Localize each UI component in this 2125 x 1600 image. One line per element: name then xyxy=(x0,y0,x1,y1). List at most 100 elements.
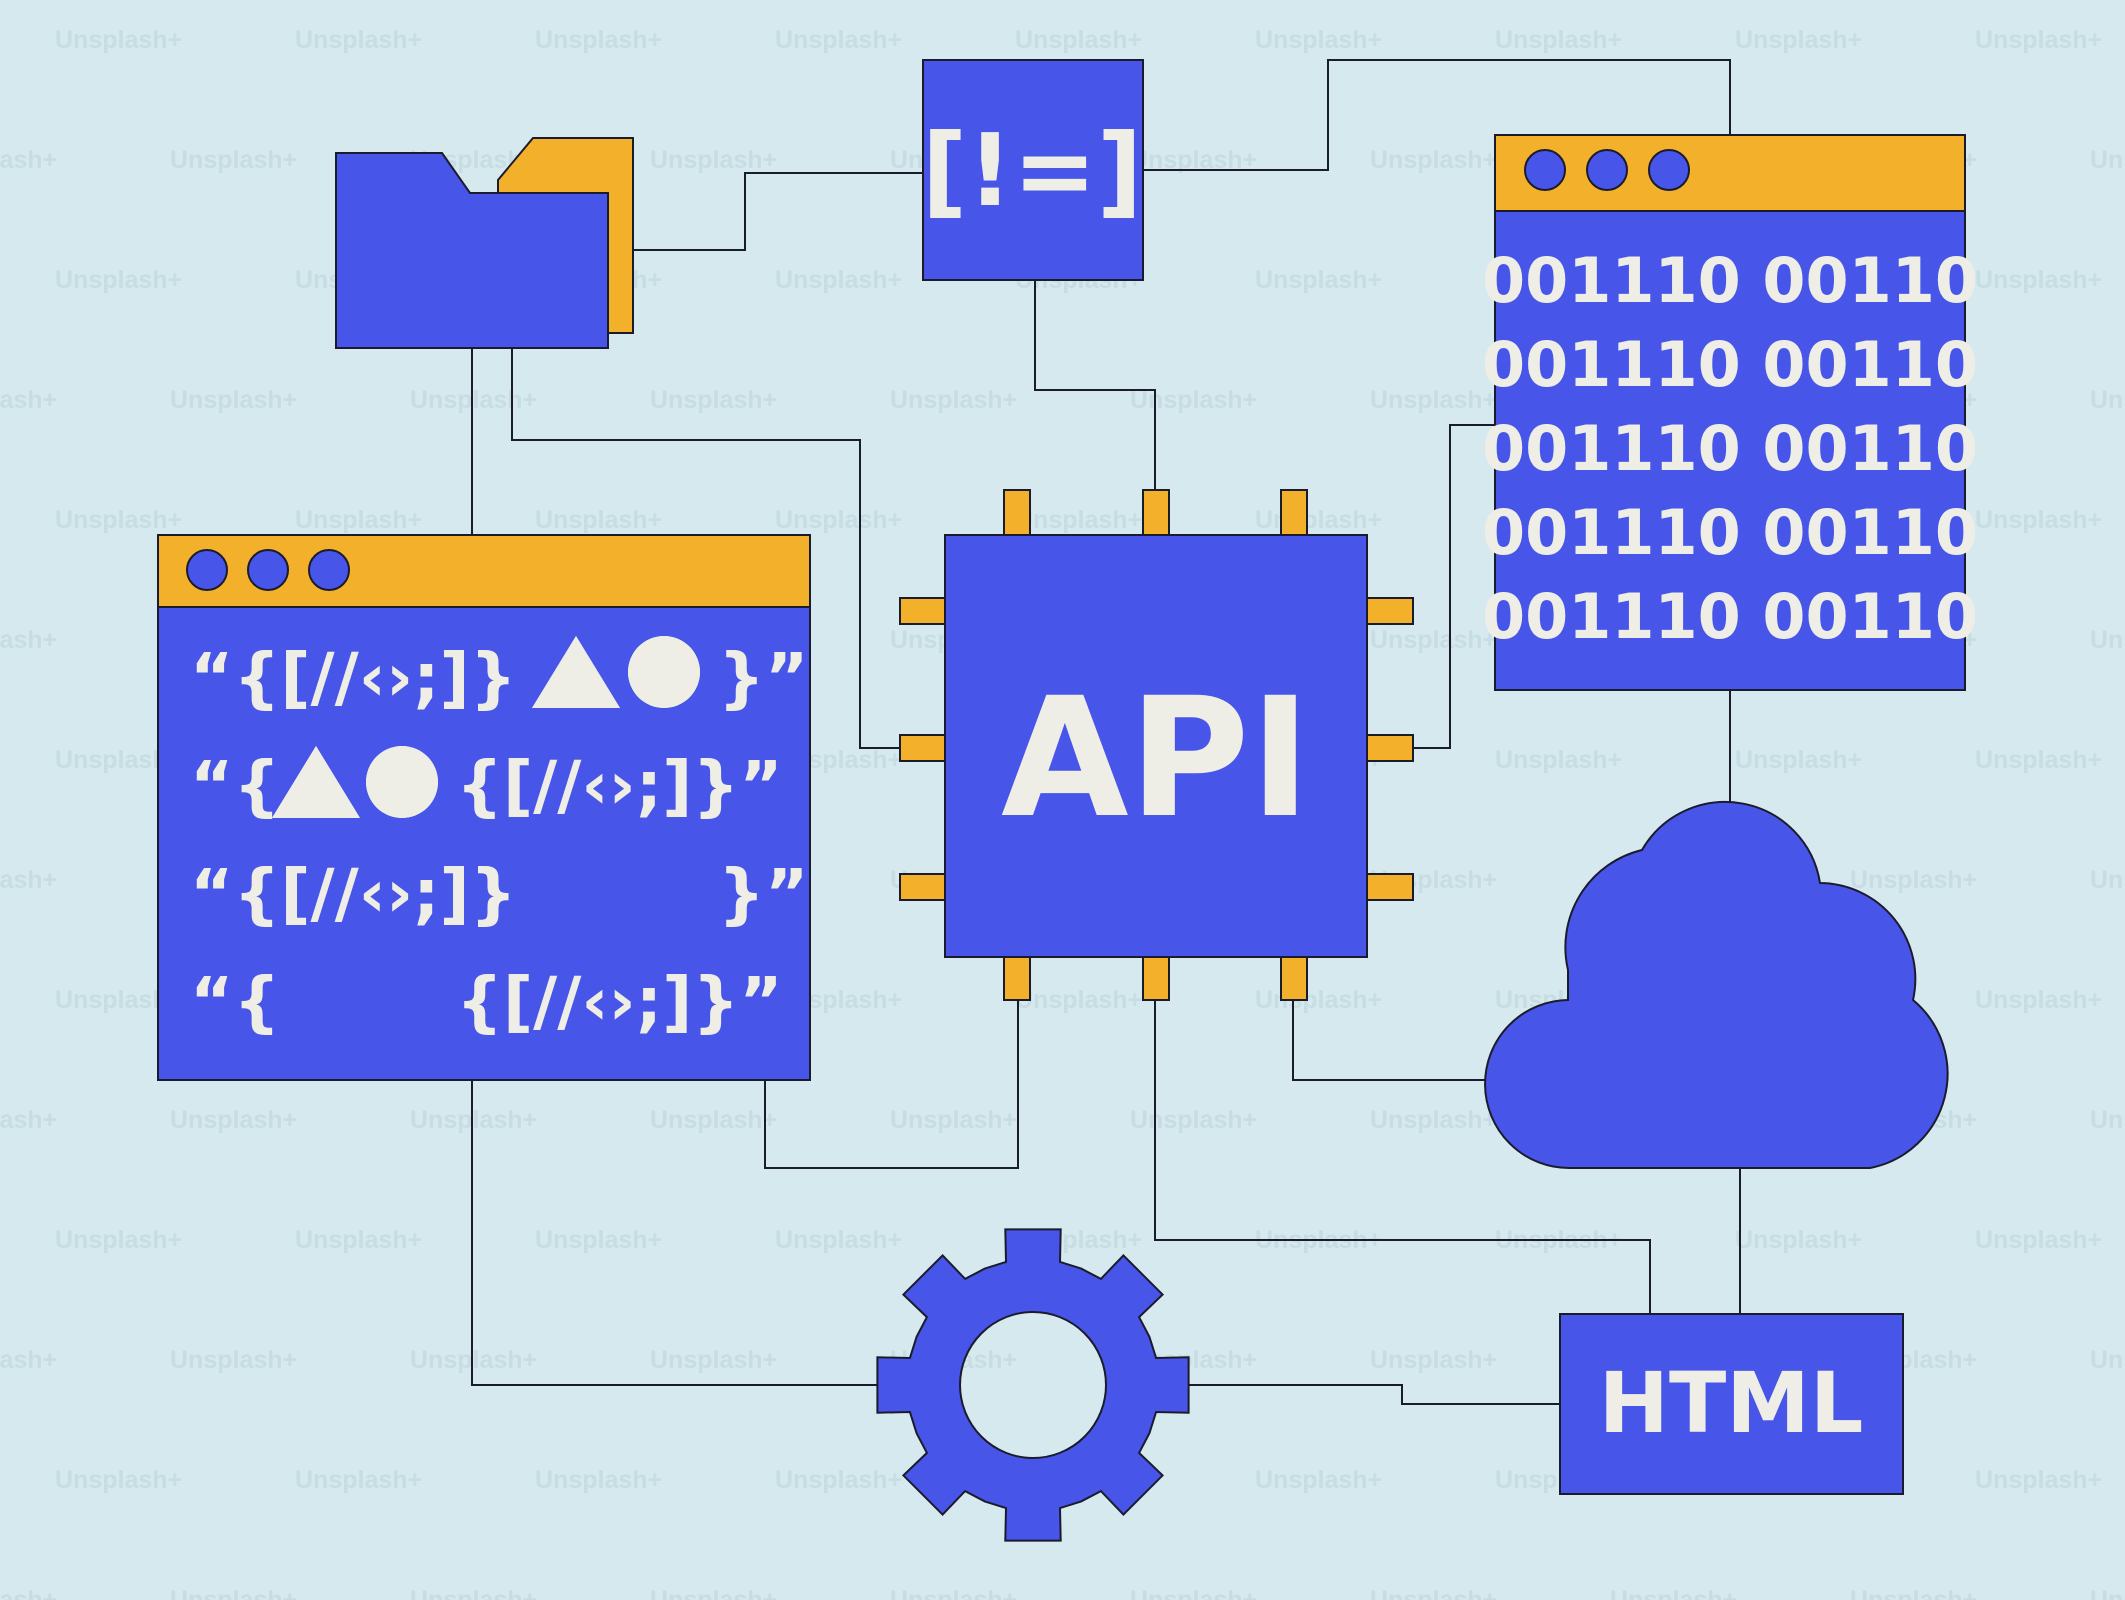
operator-box: [!=] xyxy=(922,59,1144,281)
watermark-text: Unsplash+ xyxy=(1130,1586,1257,1600)
watermark-text: Unsplash+ xyxy=(2090,866,2125,894)
connectors xyxy=(471,59,1741,1405)
watermark-text: Unsplash+ xyxy=(775,506,902,534)
watermark-text: Unsplash+ xyxy=(0,866,57,894)
watermark-text: Unsplash+ xyxy=(1015,506,1142,534)
watermark-text: Unsplash+ xyxy=(295,506,422,534)
watermark-text: Unsplash+ xyxy=(1370,1586,1497,1600)
watermark-text: Unsplash+ xyxy=(1975,986,2102,1014)
api-label: API xyxy=(1001,662,1311,854)
code-rows: “{[//‹›;]}}”“{{[//‹›;]}”“{[//‹›;]}}”“{{[… xyxy=(190,636,808,1040)
watermark-text: Unsplash+ xyxy=(410,1586,537,1600)
watermark-text: Unsplash+ xyxy=(890,1586,1017,1600)
watermark-text: Unsplash+ xyxy=(535,26,662,54)
code-text: “{ xyxy=(190,747,280,824)
binary-row: 001110 00110 xyxy=(1482,496,1978,569)
circle-icon xyxy=(628,636,700,708)
watermark-text: Unsplash+ xyxy=(295,1226,422,1254)
connector-chip-to-cloud xyxy=(1292,1000,1500,1081)
watermark-text: Unsplash+ xyxy=(650,146,777,174)
watermark-text: Unsplash+ xyxy=(890,386,1017,414)
watermark-text: Unsplash+ xyxy=(170,146,297,174)
watermark-text: Unsplash+ xyxy=(2090,146,2125,174)
watermark-text: Unsplash+ xyxy=(1975,26,2102,54)
watermark-text: Unsplash+ xyxy=(55,1466,182,1494)
circle-icon xyxy=(366,746,438,818)
watermark-text: Unsplash+ xyxy=(1255,266,1382,294)
connector-gear-to-html xyxy=(1188,1384,1560,1405)
watermark-text: Unsplash+ xyxy=(170,1586,297,1600)
cloud-icon xyxy=(1484,800,1949,1170)
chip-pin xyxy=(1366,597,1414,625)
connector-folder-to-operator xyxy=(608,172,923,251)
watermark-text: Unsplash+ xyxy=(1130,1106,1257,1134)
watermark-text: Unsplash+ xyxy=(55,506,182,534)
watermark-text: Unsplash+ xyxy=(1735,26,1862,54)
connector-binary-to-chip xyxy=(1413,424,1495,749)
watermark-text: Unsplash+ xyxy=(2090,1586,2125,1600)
chip-pin xyxy=(1280,956,1308,1001)
watermark-text: Unsplash+ xyxy=(1975,1226,2102,1254)
watermark-text: Unsplash+ xyxy=(1975,746,2102,774)
html-box: HTML xyxy=(1559,1313,1904,1495)
watermark-text: Unsplash+ xyxy=(1370,626,1497,654)
connector-codewindow-to-chip xyxy=(764,1000,1019,1169)
code-window: “{[//‹›;]}}”“{{[//‹›;]}”“{[//‹›;]}}”“{{[… xyxy=(157,534,811,1081)
window-dot xyxy=(308,549,350,591)
watermark-text: Unsplash+ xyxy=(1975,266,2102,294)
watermark-text: Unsplash+ xyxy=(1850,1586,1977,1600)
code-text: {[//‹›;]}” xyxy=(456,963,783,1040)
watermark-text: Unsplash+ xyxy=(1850,866,1977,894)
watermark-text: Unsplash+ xyxy=(0,1346,57,1374)
watermark-text: Unsplash+ xyxy=(1495,746,1622,774)
watermark-text: Unsplash+ xyxy=(170,386,297,414)
watermark-text: Unsplash+ xyxy=(1370,1346,1497,1374)
watermark-text: Unsplash+ xyxy=(1975,506,2102,534)
code-text: }” xyxy=(718,855,808,932)
watermark-text: Unsplash+ xyxy=(1255,1466,1382,1494)
connector-operator-to-chip xyxy=(1034,280,1156,490)
watermark-text: Unsplash+ xyxy=(1735,1226,1862,1254)
window-dot xyxy=(186,549,228,591)
code-text: {[//‹›;]}” xyxy=(456,747,783,824)
operator-label: [!=] xyxy=(922,112,1143,229)
watermark-text: Unsplash+ xyxy=(410,1106,537,1134)
watermark-text: Unsplash+ xyxy=(775,266,902,294)
watermark-text: Unsplash+ xyxy=(1975,1466,2102,1494)
watermark-text: Unsplash+ xyxy=(1370,1106,1497,1134)
watermark-text: Unsplash+ xyxy=(1255,986,1382,1014)
chip-pins xyxy=(899,489,1414,1001)
watermark-text: Unsplash+ xyxy=(535,506,662,534)
chip-icon: API xyxy=(899,489,1414,1001)
watermark-text: Unsplash+ xyxy=(0,626,57,654)
window-dots-icon xyxy=(1524,149,1690,191)
watermark-text: Unsplash+ xyxy=(1255,506,1382,534)
code-text: }” xyxy=(718,639,808,716)
watermark-text: Unsplash+ xyxy=(55,1226,182,1254)
html-label: HTML xyxy=(1599,1354,1864,1452)
watermark-text: Unsplash+ xyxy=(0,386,57,414)
watermark-text: Unsplash+ xyxy=(170,1346,297,1374)
watermark-text: Unsplash+ xyxy=(2090,1346,2125,1374)
chip-pin xyxy=(1003,489,1031,536)
watermark-text: Unsplash+ xyxy=(2090,626,2125,654)
watermark-text: Unsplash+ xyxy=(775,1466,902,1494)
connector-operator-to-binary xyxy=(1140,59,1731,171)
watermark-text: Unsplash+ xyxy=(55,26,182,54)
watermark-text: Unsplash+ xyxy=(1610,1586,1737,1600)
watermark-text: Unsplash+ xyxy=(0,146,57,174)
watermark-text: Unsplash+ xyxy=(410,386,537,414)
binary-row: 001110 00110 xyxy=(1482,580,1978,653)
watermark-text: Unsplash+ xyxy=(2090,1106,2125,1134)
binary-row: 001110 00110 xyxy=(1482,412,1978,485)
watermark-text: Unsplash+ xyxy=(1735,746,1862,774)
watermark-text: Unsplash+ xyxy=(650,386,777,414)
watermark-text: Unsplash+ xyxy=(0,1586,57,1600)
watermark-text: Unsplash+ xyxy=(1370,386,1497,414)
watermark-text: Unsplash+ xyxy=(650,1346,777,1374)
window-dot xyxy=(1586,149,1628,191)
watermark-text: Unsplash+ xyxy=(1370,146,1497,174)
chip-pin xyxy=(899,597,946,625)
chip-pin xyxy=(1366,873,1414,901)
